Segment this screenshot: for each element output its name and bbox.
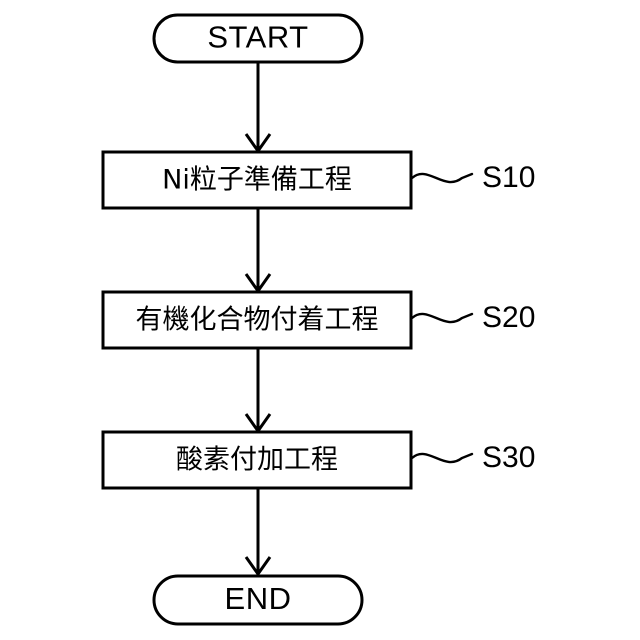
process-step-3: 酸素付加工程 [101, 430, 413, 490]
process-step-2: 有機化合物付着工程 [101, 290, 413, 350]
process-step-3-label: 酸素付加工程 [176, 445, 338, 476]
leader-line-2 [410, 312, 474, 324]
arrowhead-icon [244, 556, 272, 577]
process-step-1-shape [101, 150, 413, 210]
leader-line-1 [410, 172, 474, 184]
leader-line-3 [410, 452, 474, 464]
connector-start-to-step1 [244, 62, 272, 154]
end-terminator-label: END [225, 581, 292, 616]
end-terminator-shape [152, 574, 364, 626]
step-ref-2-label: S20 [482, 301, 535, 334]
step-ref-callout-3: S30 [410, 441, 535, 474]
end-terminator: END [152, 574, 364, 626]
process-step-2-label: 有機化合物付着工程 [136, 305, 379, 336]
step-ref-callout-2: S20 [410, 301, 535, 334]
process-step-1-label: Ni粒子準備工程 [162, 165, 352, 196]
process-step-1: Ni粒子準備工程 [101, 150, 413, 210]
connector-step2-to-step3 [244, 348, 272, 434]
start-terminator-label: START [207, 20, 308, 55]
process-step-2-shape [101, 290, 413, 350]
connector-step3-to-end [244, 488, 272, 577]
connector-step1-to-step2 [244, 208, 272, 294]
step-ref-1-label: S10 [482, 161, 535, 194]
step-ref-3-label: S30 [482, 441, 535, 474]
step-ref-callout-1: S10 [410, 161, 535, 194]
start-terminator: START [152, 13, 364, 64]
